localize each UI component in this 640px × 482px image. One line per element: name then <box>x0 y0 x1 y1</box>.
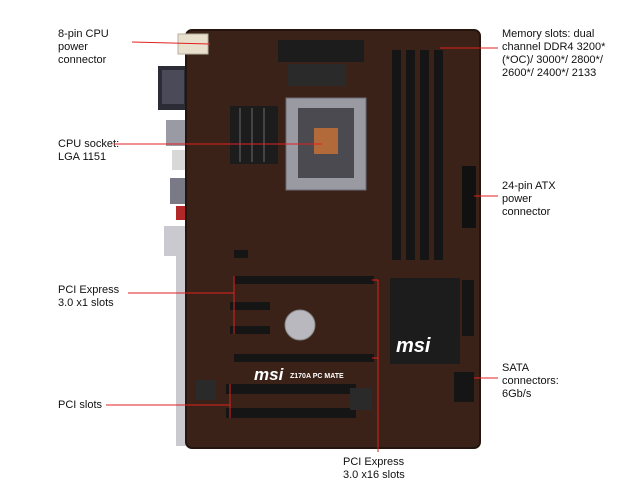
dimm-slot <box>392 50 401 260</box>
pcie-x1-slot <box>230 302 270 310</box>
pci-slot <box>226 408 356 418</box>
hdmi-port <box>166 120 188 146</box>
vrm-heatsink-left <box>230 106 278 164</box>
pcie-x1-slot-top <box>234 250 248 258</box>
cpu-socket-pins <box>314 128 338 154</box>
dimm-slot <box>406 50 415 260</box>
label-pcie-x1-slots: PCI Express 3.0 x1 slots <box>58 284 120 309</box>
dimm-slot <box>434 50 443 260</box>
audio-chip <box>196 380 216 400</box>
sata-connectors-top <box>462 280 474 336</box>
board-brand: msi <box>254 365 285 384</box>
vrm-heatsink-top <box>278 40 364 62</box>
label-24pin-atx: 24-pin ATX power connector <box>502 180 556 218</box>
vga-port-inner <box>162 70 184 104</box>
vrm-chokes <box>288 64 346 86</box>
chipset-logo: msi <box>396 335 431 357</box>
label-sata-connectors: SATA connectors: 6Gb/s <box>502 362 559 400</box>
label-memory-slots: Memory slots: dual channel DDR4 3200* (*… <box>502 28 606 79</box>
pci-slot <box>226 384 356 394</box>
chipset-heatsink <box>390 278 460 364</box>
atx-24pin-connector <box>462 166 476 228</box>
dimm-slot <box>420 50 429 260</box>
pcie-x16-slot <box>234 276 374 284</box>
leader-line-cpu-power <box>131 41 211 45</box>
cmos-battery <box>284 309 316 341</box>
label-pcie-x16-slots: PCI Express 3.0 x16 slots <box>343 456 405 481</box>
pcie-x16-slot <box>234 354 374 362</box>
sata-connectors <box>454 372 474 402</box>
pcb-outline <box>185 29 481 449</box>
label-pci-slots: PCI slots <box>58 399 103 411</box>
label-cpu-power-connector: 8-pin CPU power connector <box>58 28 109 66</box>
label-cpu-socket: CPU socket: LGA 1151 <box>58 138 120 163</box>
io-chip <box>350 388 372 410</box>
pcie-x1-slot <box>230 326 270 334</box>
board-model: Z170A PC MATE <box>290 373 344 380</box>
